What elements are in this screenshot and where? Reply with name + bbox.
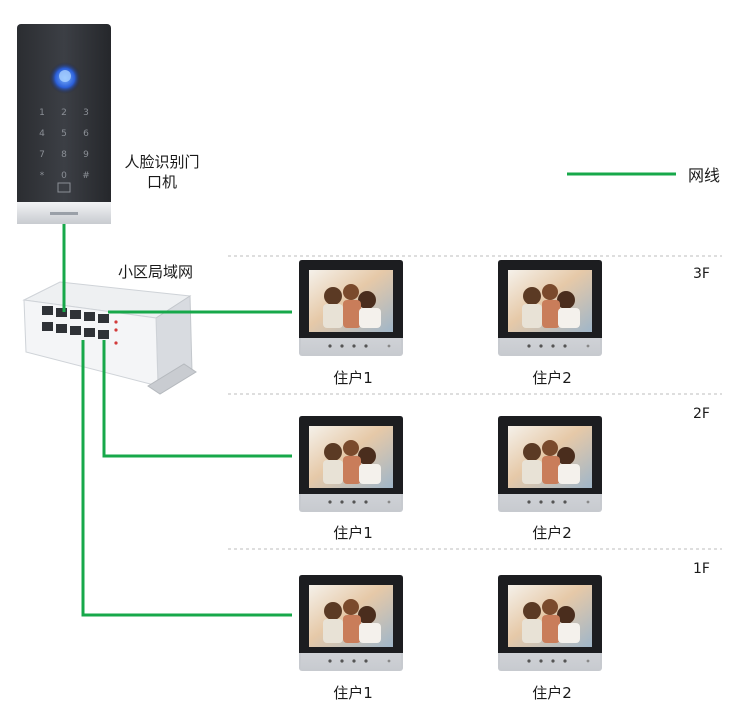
cable-switch-to-1f xyxy=(81,340,292,617)
svg-text:6: 6 xyxy=(83,129,89,139)
svg-text:3: 3 xyxy=(83,108,89,118)
network-label: 小区局域网 xyxy=(118,263,194,281)
indoor-monitor-2f-2 xyxy=(498,416,602,512)
door-station-label: 人脸识别门 口机 xyxy=(122,152,202,192)
floor-label-3f: 3F xyxy=(693,266,710,282)
unit-label-1f-2: 住户2 xyxy=(532,684,572,702)
indoor-monitor-1f-1 xyxy=(299,575,403,671)
indoor-monitor-3f-1 xyxy=(299,260,403,356)
svg-text:7: 7 xyxy=(39,150,45,160)
network-cables xyxy=(62,172,676,617)
svg-text:1: 1 xyxy=(39,108,45,118)
network-switch-device xyxy=(22,281,197,395)
svg-text:9: 9 xyxy=(83,150,89,160)
unit-label-2f-1: 住户1 xyxy=(333,524,373,542)
indoor-monitor-1f-2 xyxy=(498,575,602,671)
unit-label-2f-2: 住户2 xyxy=(532,524,572,542)
floor-label-2f: 2F xyxy=(693,406,710,422)
indoor-monitor-2f-1 xyxy=(299,416,403,512)
svg-text:0: 0 xyxy=(61,171,67,181)
svg-text:8: 8 xyxy=(61,150,67,160)
floor-dividers xyxy=(228,255,722,550)
svg-text:*: * xyxy=(40,171,45,181)
svg-text:4: 4 xyxy=(39,129,45,139)
door-station-label-line2: 口机 xyxy=(146,173,177,191)
unit-label-1f-1: 住户1 xyxy=(333,684,373,702)
cable-switch-to-2f xyxy=(102,340,292,458)
unit-label-3f-1: 住户1 xyxy=(333,369,373,387)
unit-label-3f-2: 住户2 xyxy=(532,369,572,387)
legend-label: 网线 xyxy=(688,166,721,185)
door-station-device: 1 2 3 4 5 6 7 8 9 * 0 # xyxy=(17,24,111,224)
svg-text:5: 5 xyxy=(61,129,67,139)
floor-label-1f: 1F xyxy=(693,561,710,577)
svg-text:#: # xyxy=(82,171,90,181)
indoor-monitor-3f-2 xyxy=(498,260,602,356)
svg-text:2: 2 xyxy=(61,108,67,118)
door-station-label-line1: 人脸识别门 xyxy=(124,153,200,171)
